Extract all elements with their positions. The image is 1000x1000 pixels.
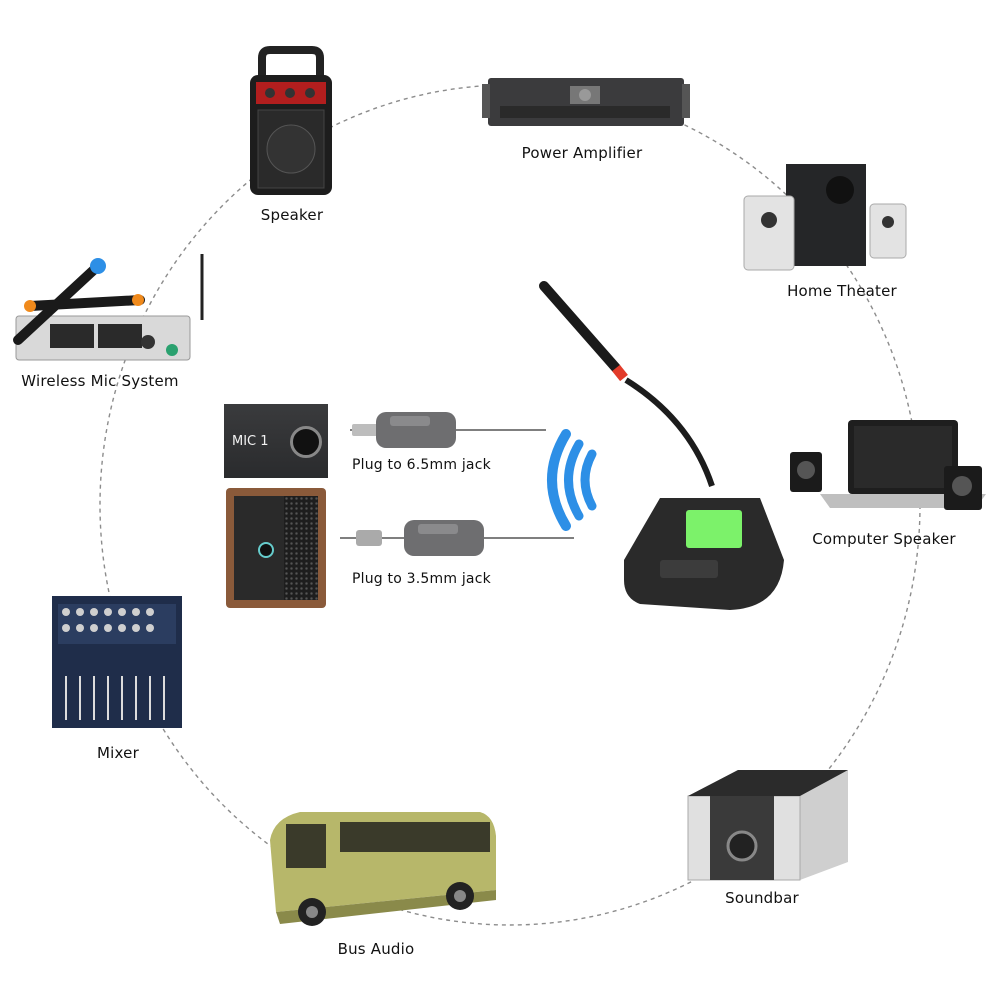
home-theater-image [743, 164, 907, 271]
transmitter-6-5mm-image [350, 412, 546, 448]
wireless-mic-system-label: Wireless Mic System [21, 372, 179, 390]
soundbar-label: Soundbar [725, 889, 799, 907]
plug-3-5mm-label: Plug to 3.5mm jack [352, 571, 491, 587]
conference-microphone-image [539, 281, 784, 610]
mixer-image [52, 596, 182, 728]
radio-panel [226, 488, 326, 608]
bus-audio-label: Bus Audio [337, 940, 415, 958]
radio-grille [284, 496, 318, 600]
home-theater-label: Home Theater [787, 282, 897, 300]
soundbar-image [687, 770, 848, 881]
aux-jack-icon [258, 542, 274, 558]
jack-socket-icon [290, 426, 322, 458]
mixer-label: Mixer [97, 744, 139, 762]
computer-speaker-image [790, 420, 986, 510]
radio-face [234, 496, 318, 600]
power-amplifier-image [482, 78, 690, 126]
power-amplifier-label: Power Amplifier [521, 144, 643, 162]
computer-speaker-label: Computer Speaker [812, 530, 956, 548]
plug-6-5mm-label: Plug to 6.5mm jack [352, 457, 491, 473]
wireless-mic-system-image [13, 254, 204, 361]
transmitter-3-5mm-image [340, 520, 574, 556]
wireless-signal-icon [547, 429, 597, 531]
speaker-image [250, 46, 332, 195]
mic-port-panel: MIC 1 [224, 404, 328, 478]
mic-port-label: MIC 1 [232, 434, 269, 449]
bus-image [270, 812, 496, 926]
speaker-label: Speaker [260, 206, 324, 224]
